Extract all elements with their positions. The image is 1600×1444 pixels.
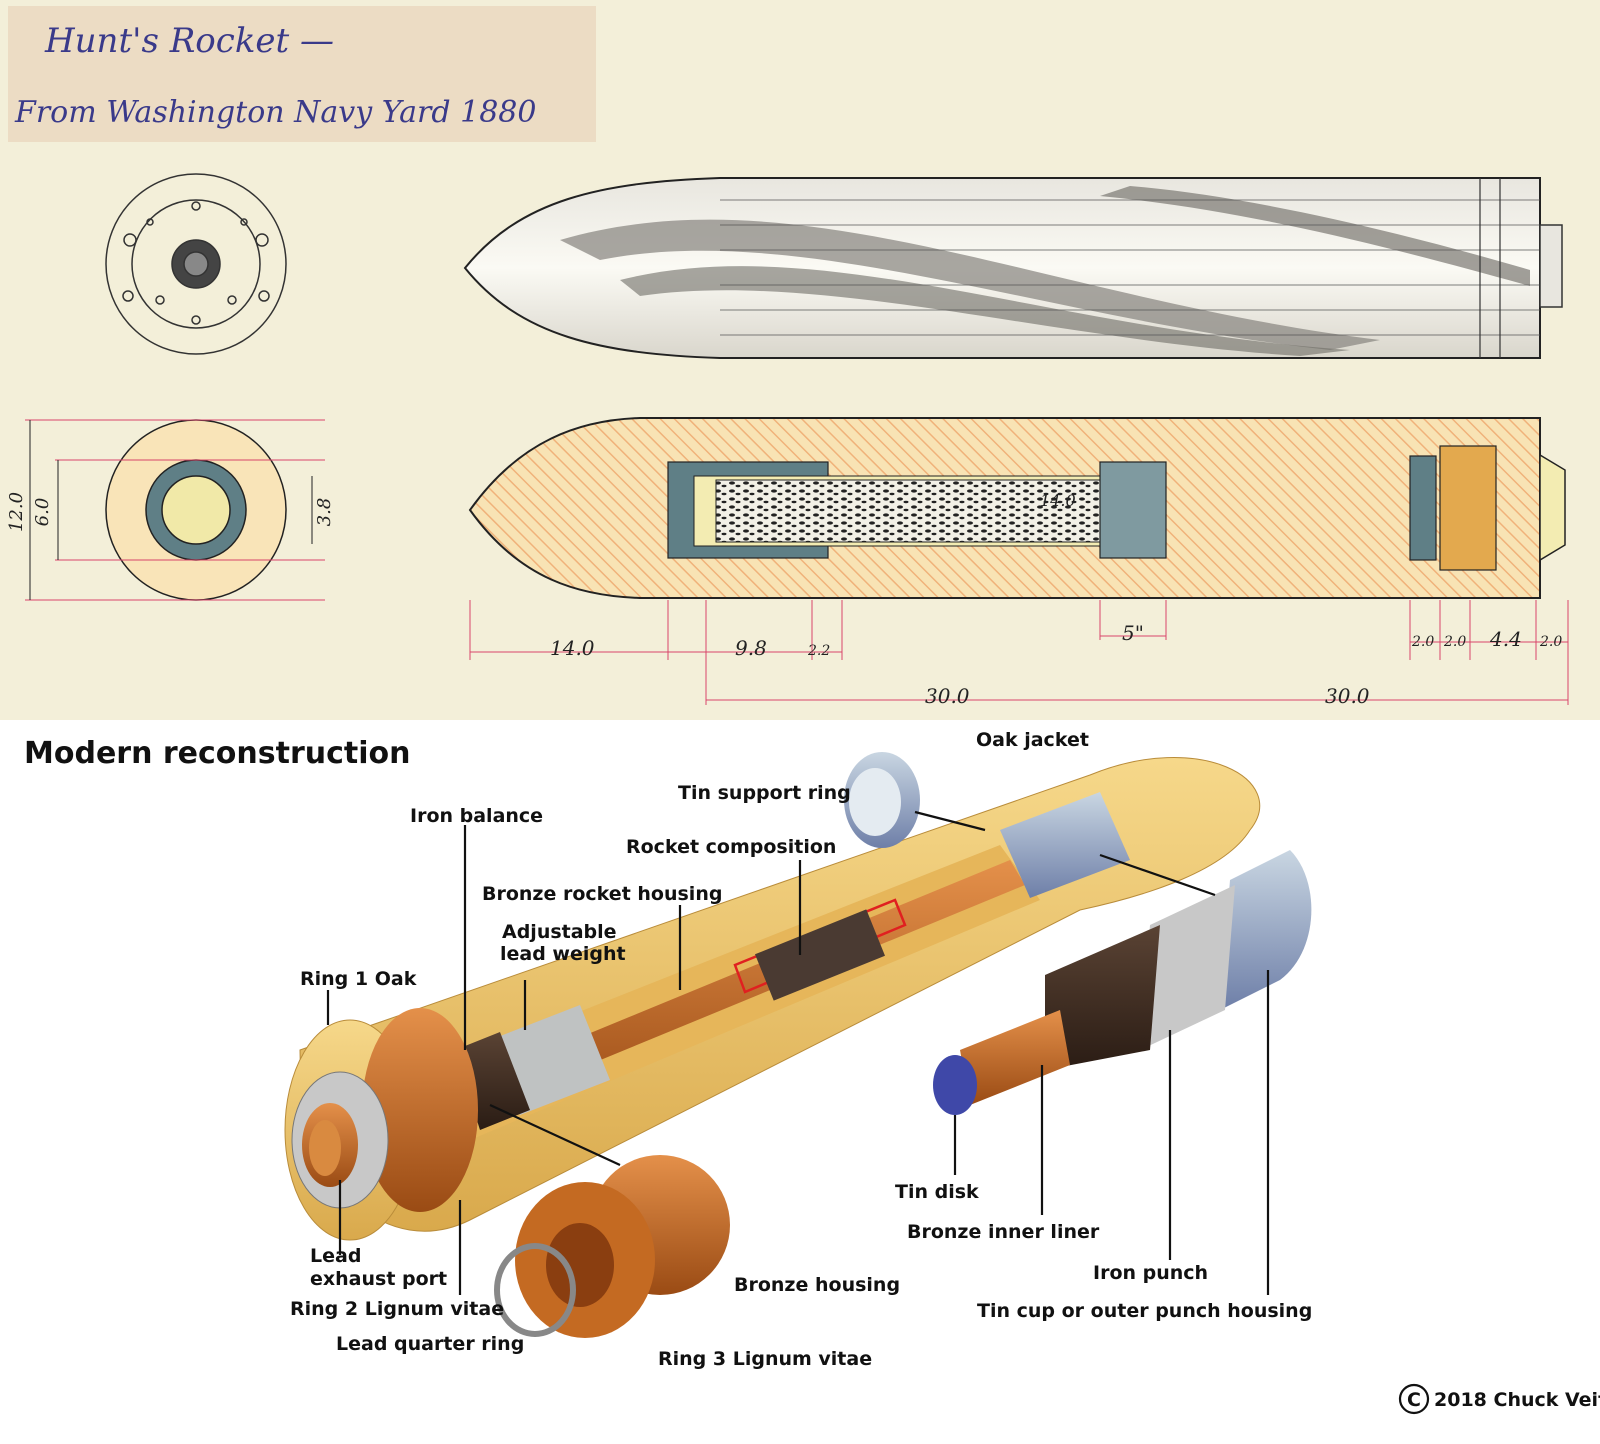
label-adjustable-lead-weight-1: Adjustable — [502, 921, 617, 943]
handwritten-subtitle: From Washington Navy Yard 1880 — [14, 95, 536, 130]
label-ring1-oak: Ring 1 Oak — [300, 968, 417, 990]
front-rings — [284, 1008, 478, 1241]
dim-seg-a: 9.8 — [735, 636, 767, 660]
side-view-section: 14.0 — [468, 417, 1566, 599]
label-lead-exhaust-port-2: exhaust port — [310, 1268, 447, 1290]
dim-inner-diameter: 6.0 — [32, 498, 53, 527]
dim-seg-e: 2.0 — [1443, 634, 1466, 650]
leader-lines — [326, 810, 1270, 1295]
copyright-notice: C 2018 Chuck Veit — [1398, 1383, 1600, 1415]
rocket-body — [299, 757, 1261, 1232]
dim-seg-b: 2.2 — [807, 643, 830, 659]
label-lead-exhaust-port-1: Lead — [310, 1245, 361, 1267]
end-view-section: 12.0 6.0 3.8 — [6, 419, 335, 601]
label-bronze-rocket-housing: Bronze rocket housing — [482, 883, 722, 905]
tin-support-ring — [844, 752, 920, 848]
dimension-lines — [469, 600, 1569, 705]
copyright-text: 2018 Chuck Veit — [1434, 1389, 1600, 1411]
label-adjustable-lead-weight-2: lead weight — [500, 943, 626, 965]
label-bronze-inner-liner: Bronze inner liner — [907, 1221, 1100, 1243]
label-lead-quarter-ring: Lead quarter ring — [336, 1333, 524, 1355]
dim-diameter: 12.0 — [6, 492, 27, 532]
dim-seg-c: 5" — [1122, 621, 1144, 645]
reconstruction-panel: Modern reconstruction — [0, 720, 1600, 1444]
handwritten-title: Hunt's Rocket — — [44, 21, 334, 61]
label-tin-disk: Tin disk — [895, 1181, 979, 1203]
dim-seg-g: 2.0 — [1539, 634, 1562, 650]
label-tin-support-ring: Tin support ring — [678, 782, 851, 804]
dimension-labels: 14.0 9.8 2.2 5" 2.0 2.0 4.4 2.0 30.0 30.… — [550, 621, 1562, 708]
label-rocket-composition: Rocket composition — [626, 836, 836, 858]
bronze-housing-part — [494, 1155, 730, 1338]
dim-nose: 14.0 — [550, 636, 595, 660]
copyright-symbol: C — [1407, 1389, 1421, 1411]
dim-seg-f: 4.4 — [1489, 627, 1522, 651]
reconstruction-labels: Oak jacket Tin support ring Iron balance… — [290, 729, 1312, 1370]
dim-charge: 14.0 — [1040, 491, 1076, 510]
reconstruction-title: Modern reconstruction — [24, 736, 411, 771]
side-view-exterior — [463, 177, 1563, 359]
reconstruction-diagram: Modern reconstruction — [24, 729, 1600, 1415]
end-view-upper — [105, 173, 287, 355]
dim-bore: 3.8 — [314, 498, 335, 527]
historical-drawing: Hunt's Rocket — From Washington Navy Yar… — [6, 6, 1569, 708]
label-iron-balance: Iron balance — [410, 805, 543, 827]
label-oak-jacket: Oak jacket — [976, 729, 1089, 751]
dim-seg-d: 2.0 — [1411, 634, 1434, 650]
label-ring3-lignum: Ring 3 Lignum vitae — [658, 1348, 872, 1370]
handwritten-label-slip: Hunt's Rocket — From Washington Navy Yar… — [8, 6, 596, 142]
label-bronze-housing: Bronze housing — [734, 1274, 900, 1296]
label-ring2-lignum: Ring 2 Lignum vitae — [290, 1298, 504, 1320]
punch-assembly — [933, 850, 1312, 1115]
label-iron-punch: Iron punch — [1093, 1262, 1208, 1284]
dim-half-a: 30.0 — [925, 684, 970, 708]
label-tin-cup: Tin cup or outer punch housing — [977, 1300, 1312, 1322]
historical-drawing-panel: Hunt's Rocket — From Washington Navy Yar… — [0, 0, 1600, 720]
dim-half-b: 30.0 — [1325, 684, 1370, 708]
